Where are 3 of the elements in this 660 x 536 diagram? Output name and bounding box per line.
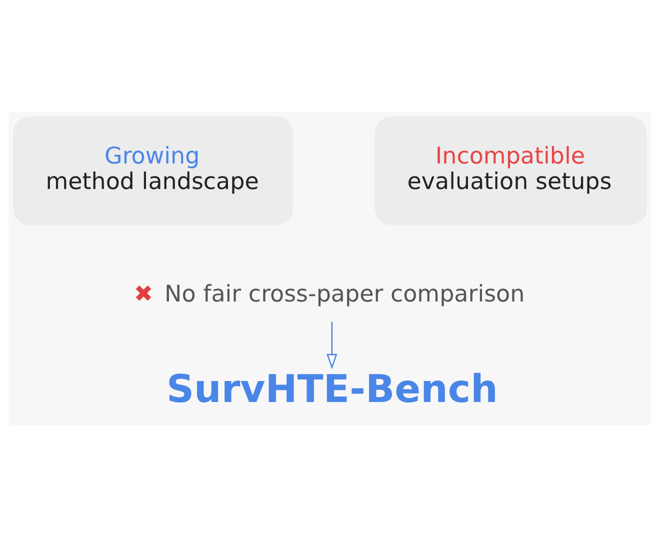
arrow bbox=[326, 321, 338, 369]
node-text: ✖ No fair cross-paper comparison bbox=[134, 281, 525, 308]
node-text: SurvHTE-Bench bbox=[166, 366, 498, 412]
